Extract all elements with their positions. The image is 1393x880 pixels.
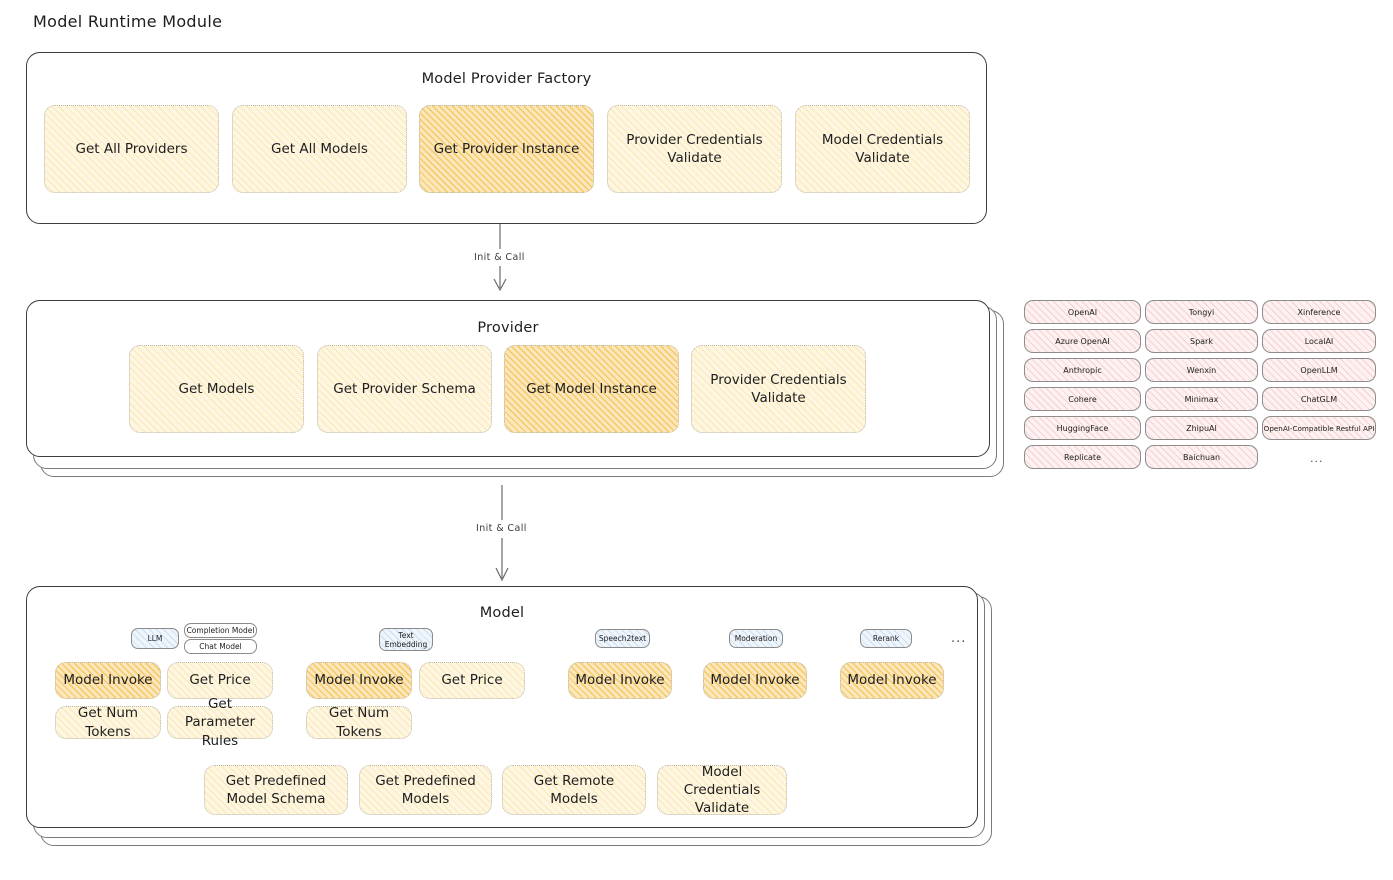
llm-method-get-price[interactable]: Get Price (167, 662, 273, 699)
provider-item-get-provider-schema[interactable]: Get Provider Schema (317, 345, 492, 433)
edge-label-init-call-1: Init & Call (470, 252, 529, 263)
factory-item-get-all-models[interactable]: Get All Models (232, 105, 407, 193)
factory-title: Model Provider Factory (421, 71, 592, 87)
model-types-more-ellipsis: ... (951, 631, 967, 646)
provider-list-more-ellipsis: ... (1310, 452, 1324, 465)
text-embedding-method-get-num-tokens[interactable]: Get Num Tokens (306, 705, 412, 740)
factory-item-provider-credentials-validate[interactable]: Provider Credentials Validate (607, 105, 782, 193)
model-type-tag-text-embedding[interactable]: Text Embedding (379, 628, 433, 651)
llm-method-get-num-tokens[interactable]: Get Num Tokens (55, 705, 161, 740)
model-type-tag-speech2text[interactable]: Speech2text (595, 629, 650, 648)
provider-chip-localai[interactable]: LocalAI (1262, 329, 1376, 353)
llm-method-get-parameter-rules[interactable]: Get Parameter Rules (167, 696, 273, 749)
provider-chip-openai-compatible-restful-api[interactable]: OpenAI-Compatible Restful API (1262, 416, 1376, 440)
provider-chip-openllm[interactable]: OpenLLM (1262, 358, 1376, 382)
provider-chip-baichuan[interactable]: Baichuan (1145, 445, 1258, 469)
provider-title: Provider (477, 320, 539, 336)
speech2text-method-model-invoke[interactable]: Model Invoke (568, 662, 672, 699)
provider-item-provider-credentials-validate[interactable]: Provider Credentials Validate (691, 345, 866, 433)
text-embedding-method-get-price[interactable]: Get Price (419, 662, 525, 699)
provider-chip-openai[interactable]: OpenAI (1024, 300, 1141, 324)
model-type-tag-moderation[interactable]: Moderation (729, 629, 783, 648)
edge-label-init-call-2: Init & Call (472, 523, 531, 534)
provider-chip-xinference[interactable]: Xinference (1262, 300, 1376, 324)
llm-method-model-invoke[interactable]: Model Invoke (55, 662, 161, 699)
text-embedding-method-model-invoke[interactable]: Model Invoke (306, 662, 412, 699)
model-shared-get-predefined-models[interactable]: Get Predefined Models (359, 765, 492, 815)
provider-chip-huggingface[interactable]: HuggingFace (1024, 416, 1141, 440)
provider-chip-replicate[interactable]: Replicate (1024, 445, 1141, 469)
model-title: Model (479, 605, 525, 621)
provider-chip-spark[interactable]: Spark (1145, 329, 1258, 353)
provider-chip-azure-openai[interactable]: Azure OpenAI (1024, 329, 1141, 353)
model-shared-get-predefined-model-schema[interactable]: Get Predefined Model Schema (204, 765, 348, 815)
model-shared-model-credentials-validate[interactable]: Model Credentials Validate (657, 764, 787, 816)
provider-chip-chatglm[interactable]: ChatGLM (1262, 387, 1376, 411)
model-type-tag-llm[interactable]: LLM (131, 628, 179, 649)
model-shared-get-remote-models[interactable]: Get Remote Models (502, 765, 646, 815)
factory-item-get-all-providers[interactable]: Get All Providers (44, 105, 219, 193)
provider-item-get-models[interactable]: Get Models (129, 345, 304, 433)
factory-item-model-credentials-validate[interactable]: Model Credentials Validate (795, 105, 970, 193)
provider-chip-minimax[interactable]: Minimax (1145, 387, 1258, 411)
rerank-method-model-invoke[interactable]: Model Invoke (840, 662, 944, 699)
provider-chip-cohere[interactable]: Cohere (1024, 387, 1141, 411)
provider-item-get-model-instance[interactable]: Get Model Instance (504, 345, 679, 433)
factory-item-get-provider-instance[interactable]: Get Provider Instance (419, 105, 594, 193)
provider-chip-wenxin[interactable]: Wenxin (1145, 358, 1258, 382)
page-title: Model Runtime Module (33, 12, 223, 31)
provider-chip-tongyi[interactable]: Tongyi (1145, 300, 1258, 324)
model-type-tag-rerank[interactable]: Rerank (860, 629, 912, 648)
provider-chip-anthropic[interactable]: Anthropic (1024, 358, 1141, 382)
model-subtag-completion-model[interactable]: Completion Model (184, 623, 257, 638)
moderation-method-model-invoke[interactable]: Model Invoke (703, 662, 807, 699)
provider-chip-zhipuai[interactable]: ZhipuAI (1145, 416, 1258, 440)
model-subtag-chat-model[interactable]: Chat Model (184, 639, 257, 654)
